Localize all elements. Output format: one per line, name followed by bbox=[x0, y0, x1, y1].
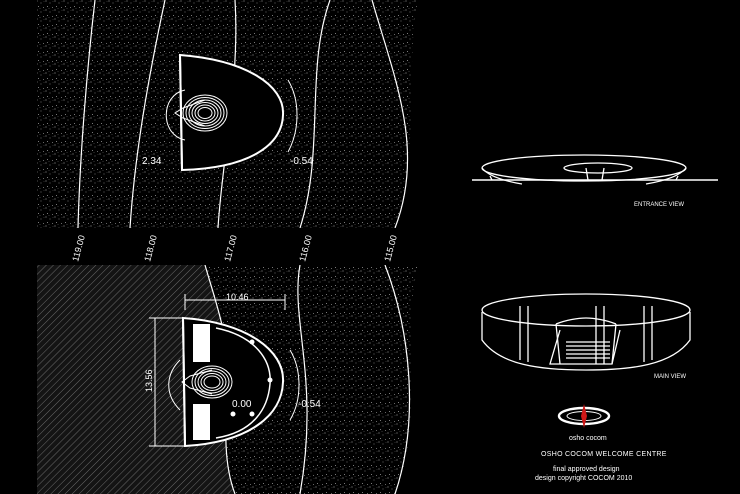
main-view-elevation bbox=[481, 293, 691, 371]
spiral-stair-bottom bbox=[181, 365, 233, 399]
level-label-top-left: 2.34 bbox=[142, 156, 162, 167]
contour-label-119: 119.00 bbox=[70, 234, 87, 263]
main-view-label: MAIN VIEW bbox=[654, 374, 686, 380]
dimension-width-label: 10.46 bbox=[226, 292, 249, 302]
contour-labels: 119.00 118.00 117.00 116.00 115.00 bbox=[70, 234, 399, 263]
osho-cocom-logo: osho cocom bbox=[557, 404, 611, 442]
building-footprint-bottom bbox=[168, 316, 300, 448]
level-label-bottom-right: -0.54 bbox=[298, 399, 321, 410]
design-status-line: final approved design bbox=[553, 466, 620, 473]
building-footprint-top bbox=[165, 53, 298, 172]
copyright-line: design copyright COCOM 2010 bbox=[535, 475, 632, 482]
logo-text: osho cocom bbox=[569, 435, 607, 442]
contour-label-116: 116.00 bbox=[297, 234, 314, 263]
site-plan-top: 2.34 -0.54 bbox=[37, 0, 418, 228]
level-label-bottom-center: 0.00 bbox=[232, 399, 252, 410]
contour-label-118: 118.00 bbox=[142, 234, 159, 263]
site-plan-bottom: 10.46 13.56 0.00 -0.54 bbox=[37, 265, 418, 494]
dimension-height-label: 13.56 bbox=[144, 369, 154, 392]
entrance-view-label: ENTRANCE VIEW bbox=[634, 202, 684, 208]
spiral-stair-top bbox=[174, 94, 228, 132]
level-label-top-right: -0.54 bbox=[290, 156, 313, 167]
project-title: OSHO COCOM WELCOME CENTRE bbox=[541, 451, 667, 458]
entrance-view-elevation bbox=[472, 154, 718, 185]
contour-label-117: 117.00 bbox=[222, 234, 239, 263]
contour-label-115: 115.00 bbox=[382, 234, 399, 263]
dimension-lines bbox=[149, 294, 286, 447]
